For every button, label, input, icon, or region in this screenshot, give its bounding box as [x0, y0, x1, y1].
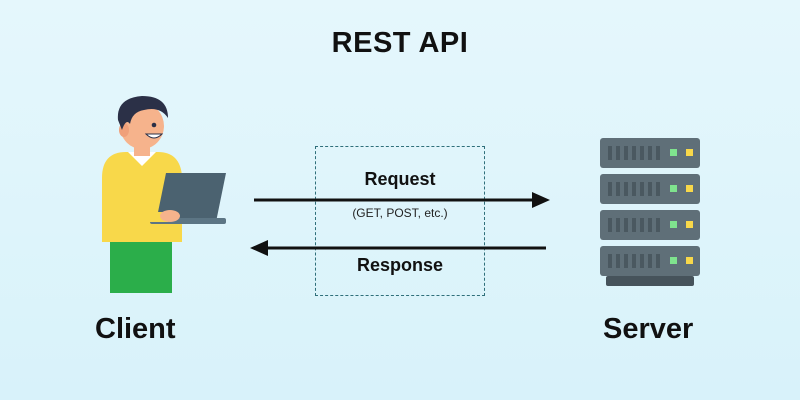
server-base [606, 276, 694, 286]
server-light-yellow [686, 149, 693, 156]
client-label: Client [95, 313, 176, 345]
request-label: Request [364, 169, 436, 189]
server-label: Server [603, 313, 694, 345]
laptop-screen [156, 173, 226, 222]
server-light-green [670, 185, 677, 192]
server-rack-icon [600, 138, 700, 286]
arrows [250, 192, 550, 256]
server-light-green [670, 149, 677, 156]
person-with-laptop-icon [102, 96, 226, 293]
smile [144, 133, 164, 139]
hair [117, 96, 168, 130]
response-label: Response [356, 255, 444, 275]
server-light-yellow [686, 221, 693, 228]
server-light-green [670, 221, 677, 228]
request-methods: (GET, POST, etc.) [352, 206, 448, 220]
server-light-green [670, 257, 677, 264]
request-arrowhead [532, 192, 550, 208]
server-vents [608, 146, 660, 268]
server-light-yellow [686, 185, 693, 192]
diagram-title: REST API [331, 27, 469, 59]
arm [111, 188, 171, 222]
request-response-box [315, 146, 485, 296]
server-light-yellow [686, 257, 693, 264]
hand [160, 210, 180, 222]
eye [151, 122, 157, 128]
pants [110, 238, 172, 293]
response-arrowhead [250, 240, 268, 256]
